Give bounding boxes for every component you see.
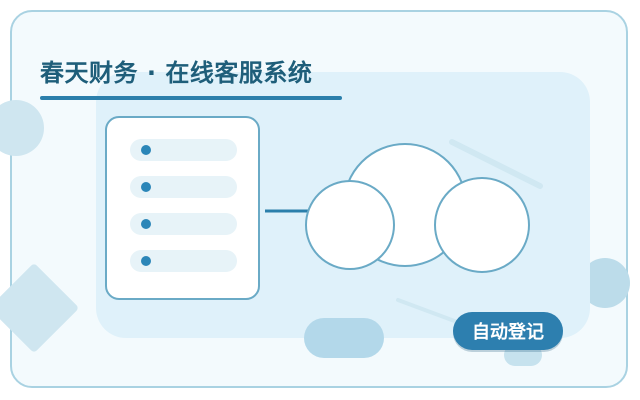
bullet-icon [141,219,151,229]
decor-circle-left [0,100,44,156]
list-item [130,250,237,272]
title-underline [40,96,342,100]
bullet-icon [141,182,151,192]
list-item [130,176,237,198]
list-item [130,139,237,161]
page-title: 春天财务 · 在线客服系统 [40,59,313,87]
bullet-icon [141,256,151,266]
bullet-icon [141,145,151,155]
auto-register-button[interactable]: 自动登记 [453,312,563,350]
decor-pill [304,318,384,358]
list-item [130,213,237,235]
document-list-icon [105,116,260,300]
